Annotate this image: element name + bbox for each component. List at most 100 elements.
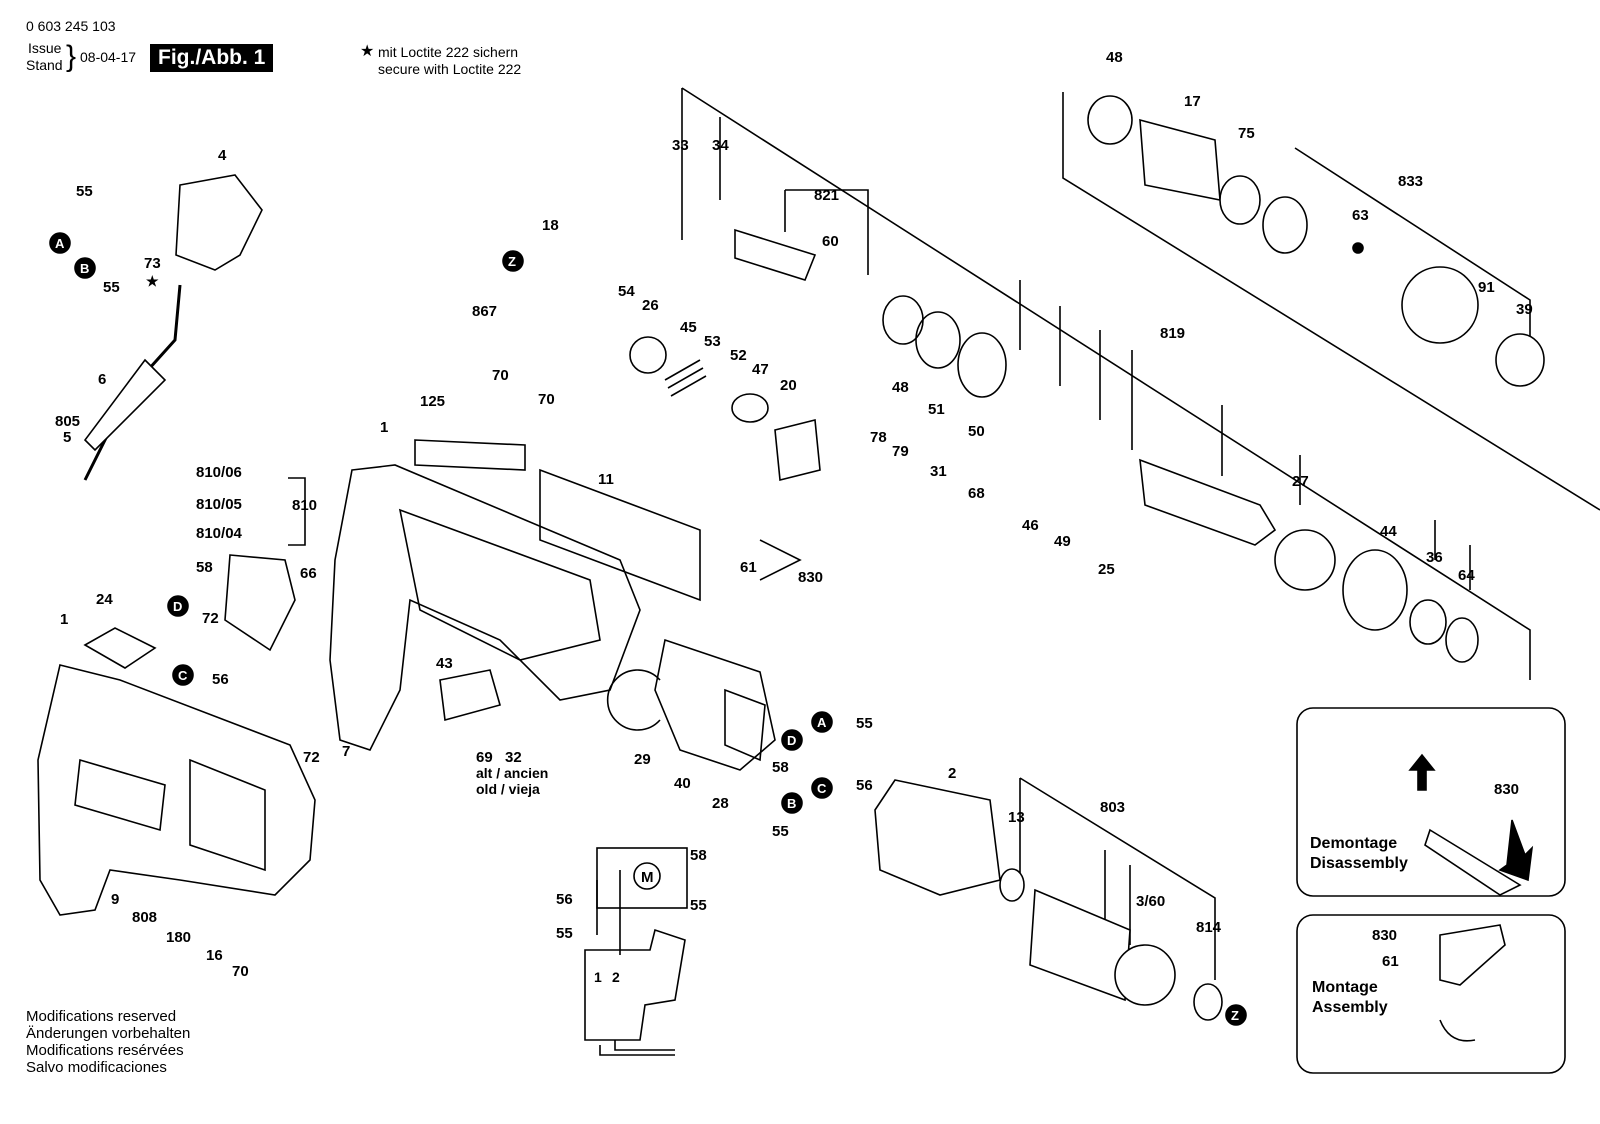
part-label-73: 73 (144, 255, 161, 272)
old-note-line2: old / vieja (476, 781, 540, 797)
part-label-31: 31 (930, 463, 947, 480)
part-label-2: 2 (948, 765, 956, 782)
part-number: 0 603 245 103 (26, 18, 116, 34)
field-2 (874, 779, 1001, 896)
leader-810 (288, 477, 306, 546)
loctite-note-de: mit Loctite 222 sichern (378, 44, 519, 60)
part-label-55f: 55 (556, 925, 573, 942)
spring-44 (1342, 549, 1408, 631)
part-label-830a: 830 (798, 569, 823, 586)
marker-C-right (811, 777, 833, 799)
part-label-70c: 70 (232, 963, 249, 980)
part-label-13: 13 (1008, 809, 1025, 826)
part-label-44: 44 (1380, 523, 1397, 540)
marker-D-left (167, 595, 189, 617)
star-icon-73: ★ (146, 273, 159, 289)
marker-C-right-text: C (817, 781, 827, 796)
arrow-down-icon (1498, 819, 1534, 882)
part-label-18: 18 (542, 217, 559, 234)
marker-Z-bottom (1225, 1004, 1247, 1026)
brace: } (66, 40, 77, 73)
part-label-830b: 830 (1494, 781, 1519, 798)
leader-bracket-833 (1294, 147, 1531, 336)
part-label-830c: 830 (1372, 927, 1397, 944)
ring-64 (1445, 617, 1479, 663)
part-label-56c: 56 (556, 891, 573, 908)
marker-A-right (811, 711, 833, 733)
part-label-56b: 56 (856, 777, 873, 794)
disassembly-label-en: Disassembly (1310, 855, 1408, 872)
ring-75 (1219, 175, 1261, 225)
marker-Z-bottom-text: Z (1231, 1008, 1239, 1023)
part-label-819: 819 (1160, 325, 1185, 342)
part-label-16: 16 (206, 947, 223, 964)
ball-63 (1352, 242, 1364, 254)
wiring-terminal-1: 1 (594, 969, 602, 985)
part-label-125: 125 (420, 393, 445, 410)
leader-830 (759, 539, 802, 581)
footer-line-fr: Modifications resérvées (26, 1042, 184, 1059)
part-label-9: 9 (111, 891, 119, 908)
issue-label: Issue (28, 40, 62, 56)
part-label-48a: 48 (1106, 49, 1123, 66)
spring-45 (664, 359, 707, 397)
marker-C-left (172, 664, 194, 686)
part-label-180: 180 (166, 929, 191, 946)
part-label-50: 50 (968, 423, 985, 440)
part-label-27: 27 (1292, 473, 1309, 490)
marker-B-right-text: B (787, 796, 796, 811)
part-label-810-05: 810/05 (196, 496, 242, 513)
part-label-51: 51 (928, 401, 945, 418)
bearing-13 (999, 868, 1025, 902)
leader-821 (784, 189, 869, 275)
sleeve-17 (1139, 118, 1221, 201)
part-label-25: 25 (1098, 561, 1115, 578)
bearing-47 (731, 393, 769, 423)
part-label-11: 11 (598, 471, 614, 488)
intermediate-shaft (734, 228, 817, 281)
part-label-36: 36 (1426, 549, 1443, 566)
part-label-78: 78 (870, 429, 887, 446)
part-label-55d: 55 (772, 823, 789, 840)
screwdriver (1424, 828, 1522, 896)
rotate-arrow-icon (1439, 1019, 1476, 1042)
wiring-lines (596, 870, 675, 1056)
vent (189, 758, 266, 872)
part-label-33: 33 (672, 137, 689, 154)
bearing-50 (957, 332, 1007, 398)
cable-sleeve (83, 358, 167, 452)
part-label-40: 40 (674, 775, 691, 792)
gear-26 (629, 336, 667, 374)
part-label-833: 833 (1398, 173, 1423, 190)
part-label-58c: 58 (690, 847, 707, 864)
loctite-note-en: secure with Loctite 222 (378, 61, 522, 77)
marker-A-left-text: A (55, 236, 65, 251)
stand-label: Stand (26, 57, 63, 73)
part-label-75: 75 (1238, 125, 1255, 142)
ring-29 (606, 669, 661, 731)
plate-43 (439, 669, 501, 722)
footer-line-en: Modifications reserved (26, 1008, 177, 1025)
switch-outline (584, 928, 686, 1041)
part-label-47: 47 (752, 361, 769, 378)
leader-819 (1019, 280, 1471, 590)
part-label-810: 810 (292, 497, 317, 514)
armature (1029, 888, 1131, 1002)
part-label-68: 68 (968, 485, 985, 502)
part-label-55e: 55 (690, 897, 707, 914)
brush-holder (224, 554, 296, 652)
part-label-29: 29 (634, 751, 651, 768)
part-label-805: 805 (55, 413, 80, 430)
marker-Z-top-text: Z (508, 254, 516, 269)
housing-inner (398, 508, 601, 661)
part-label-61b: 61 (1382, 953, 1399, 970)
ring-36 (1409, 599, 1447, 645)
footer-line-de: Änderungen vorbehalten (26, 1025, 191, 1042)
old-note-line1: alt / ancien (476, 765, 548, 781)
marker-Z-top (502, 250, 524, 272)
marker-C-left-text: C (178, 668, 188, 683)
label-plate (74, 758, 166, 832)
part-label-58b: 58 (772, 759, 789, 776)
part-label-53: 53 (704, 333, 721, 350)
leader-803 (1019, 777, 1216, 980)
